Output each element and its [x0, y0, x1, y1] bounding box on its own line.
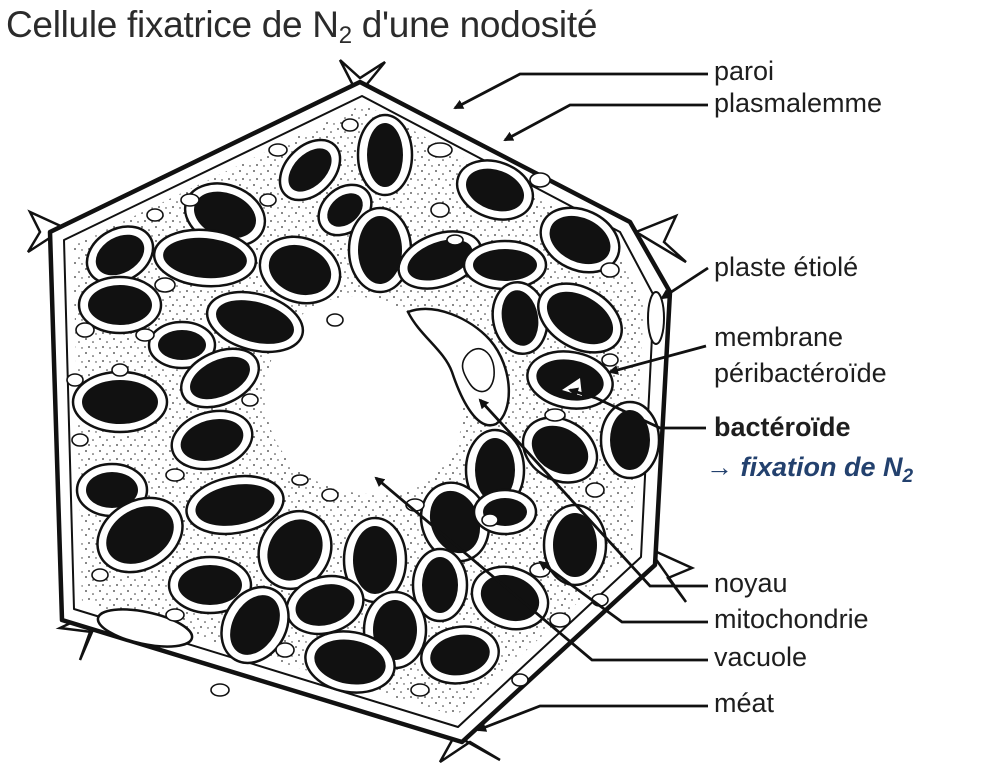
label-fixation: → fixation de N2 [706, 454, 913, 486]
mitochondrion [92, 569, 108, 581]
mitochondrion [602, 354, 618, 366]
mitochondrion [269, 144, 287, 156]
mitochondrion [181, 194, 199, 206]
mitochondrion [447, 235, 463, 245]
label-noyau: noyau [714, 570, 788, 597]
bacteroid [353, 526, 397, 594]
bacteroid [358, 216, 402, 284]
mitochondrion [550, 613, 570, 627]
label-bacteroide: bactéroïde [714, 414, 851, 441]
mitochondrion [155, 278, 175, 292]
fixation-text: fixation de N [741, 452, 903, 482]
bacteroid [422, 557, 458, 613]
mitochondrion [428, 143, 452, 157]
bacteroid [88, 285, 152, 325]
leader-plasmalemme [505, 105, 708, 140]
leader-paroi [455, 74, 708, 108]
mitochondrion [67, 374, 83, 386]
mitochondrion [342, 119, 358, 131]
mitochondrion [112, 364, 128, 376]
bacteroid [367, 123, 403, 187]
mitochondrion [292, 475, 308, 485]
mitochondrion [512, 674, 528, 686]
mitochondrion [242, 394, 258, 406]
mitochondrion [530, 563, 550, 577]
mitochondrion [166, 609, 184, 621]
mitochondrion [530, 173, 550, 187]
mitochondrion [276, 643, 294, 657]
mitochondrion [211, 684, 229, 696]
mitochondrion [586, 483, 604, 497]
mitochondrion [431, 203, 449, 217]
mitochondrion [76, 323, 94, 337]
mitochondrion [260, 194, 276, 206]
label-vacuole: vacuole [714, 644, 807, 671]
label-plasmalemme: plasmalemme [714, 90, 882, 117]
mitochondrion [72, 434, 88, 446]
mitochondrion [411, 684, 429, 696]
label-membrane: membrane [714, 324, 843, 351]
mitochondrion [482, 514, 498, 526]
mitochondrion [322, 489, 338, 501]
mitochondrion [136, 329, 154, 341]
label-meat: méat [714, 690, 774, 717]
mitochondrion [166, 469, 184, 481]
label-peribacteroide: péribactéroïde [714, 360, 887, 387]
etiolated-plastid [648, 292, 664, 344]
mitochondrion [327, 314, 343, 326]
fixation-arrow: → [706, 452, 733, 482]
leader-plaste [662, 268, 708, 298]
mitochondrion [147, 209, 163, 221]
label-plaste-etiole: plaste étiolé [714, 254, 858, 281]
bacteroid [178, 565, 242, 605]
bacteroid [82, 380, 158, 424]
bacteroid [158, 330, 206, 360]
mitochondrion [545, 409, 565, 421]
fixation-subscript: 2 [903, 466, 914, 487]
leader-meat [478, 706, 708, 730]
label-mitochondrie: mitochondrie [714, 606, 869, 633]
label-paroi: paroi [714, 58, 774, 85]
bacteroid [473, 249, 537, 281]
mitochondrion [601, 263, 619, 277]
